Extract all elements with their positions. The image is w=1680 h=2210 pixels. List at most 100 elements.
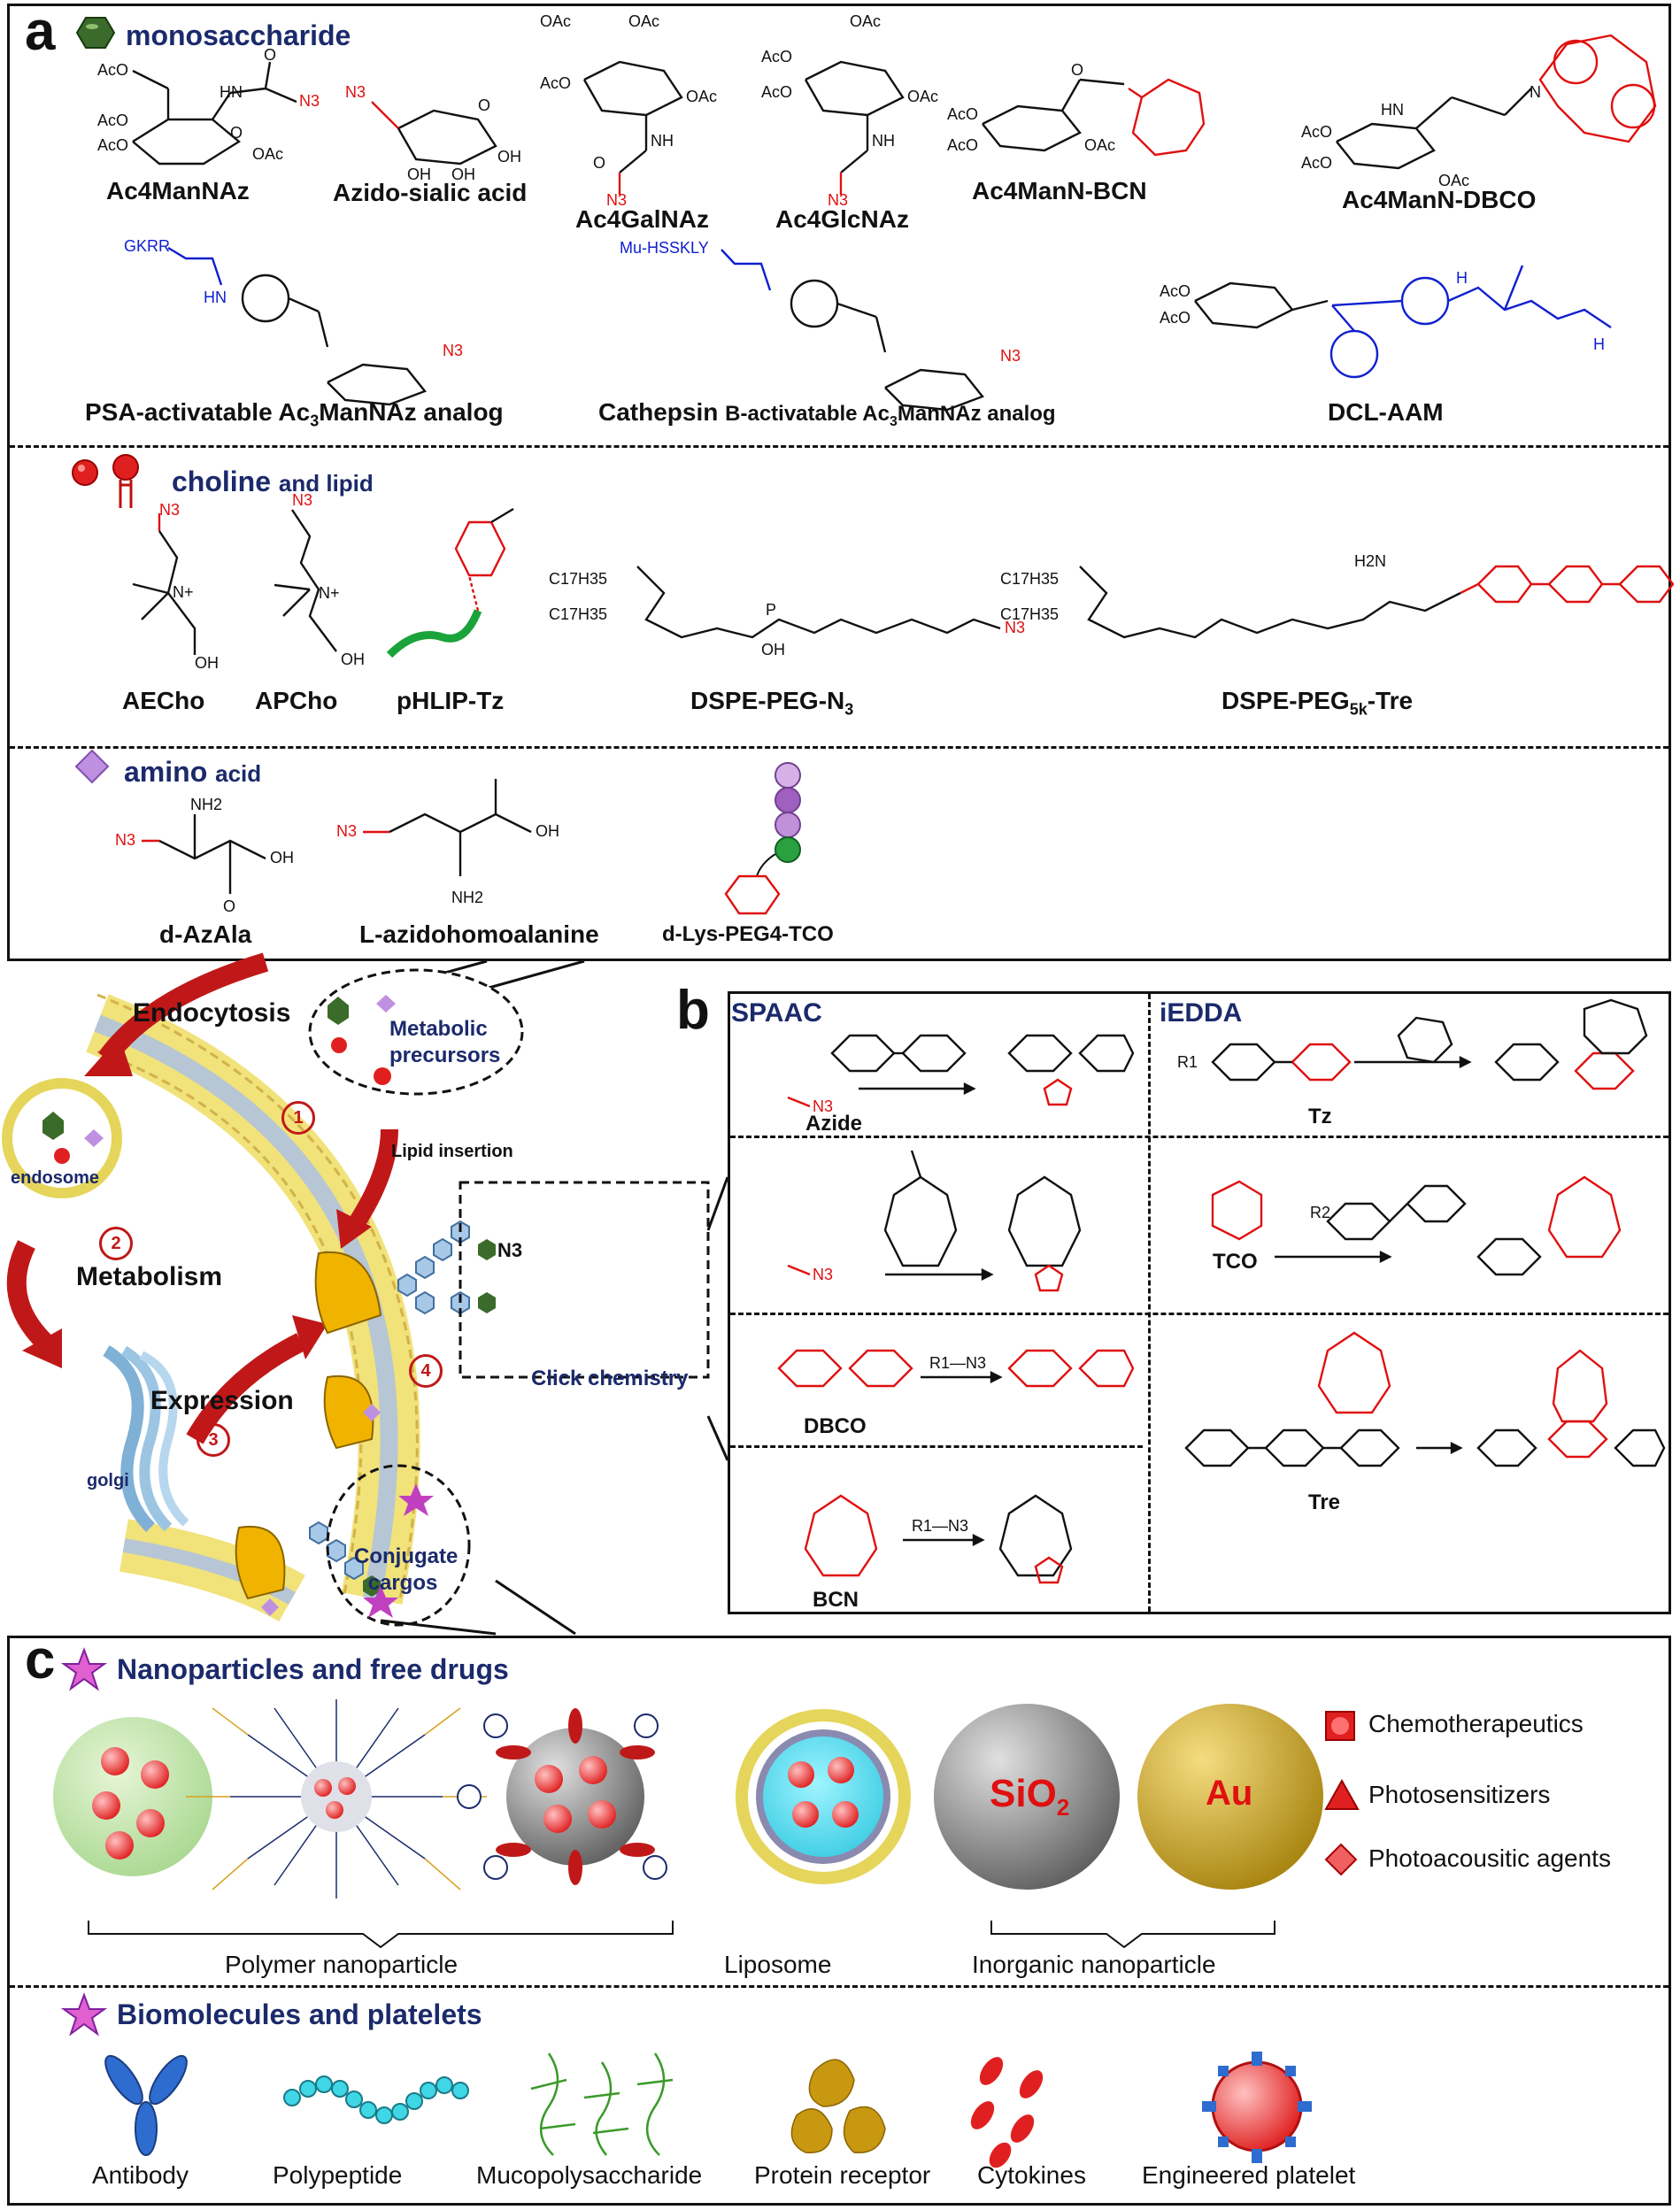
svg-text:R2: R2 [1310, 1204, 1330, 1221]
svg-text:OAc: OAc [628, 12, 659, 30]
step-4: 4 [409, 1354, 443, 1388]
svg-text:AcO: AcO [1160, 282, 1191, 300]
amino-title-main: amino [124, 756, 208, 788]
svg-text:N3: N3 [1000, 347, 1021, 365]
svg-text:NH2: NH2 [190, 796, 222, 813]
label-cytokines: Cytokines [977, 2161, 1086, 2189]
amino-acid-icon [74, 749, 110, 784]
label-protein-receptor: Protein receptor [754, 2161, 931, 2189]
svg-text:OH: OH [451, 166, 475, 183]
label-psa-analog: PSA-activatable Ac3ManNAz analog [85, 398, 504, 430]
group-liposome: Liposome [724, 1951, 832, 1978]
svg-text:R1: R1 [1177, 1053, 1198, 1071]
legend-chemotherapeutics-icon [1325, 1711, 1355, 1741]
label-polypeptide: Polypeptide [273, 2161, 403, 2189]
label-golgi: golgi [87, 1471, 129, 1490]
svg-text:OH: OH [536, 822, 559, 840]
label-apcho: APCho [255, 687, 338, 714]
panel-a [7, 4, 1671, 961]
label-d-lys-peg4-tco: d-Lys-PEG4-TCO [662, 922, 834, 946]
panel-b-letter: b [676, 980, 710, 1041]
legend-photoacoustic-icon [1324, 1843, 1358, 1876]
label-bcn: BCN [813, 1588, 859, 1612]
divider-c [10, 1985, 1668, 1988]
structure-cathepsin-analog: Mu-HSSKLY N3 [620, 239, 1021, 412]
svg-text:O: O [230, 124, 243, 142]
reaction-spaac-bcn: N3 [787, 1150, 1082, 1292]
svg-text:O: O [264, 46, 276, 64]
reaction-spaac-dbco: R1—N3 [777, 1349, 1135, 1388]
svg-text:OAc: OAc [1438, 172, 1469, 189]
svg-text:AcO: AcO [761, 48, 792, 65]
svg-text:N3: N3 [299, 92, 320, 110]
svg-text:N3: N3 [115, 831, 135, 849]
svg-text:C17H35: C17H35 [549, 605, 607, 623]
reaction-spaac-azide: N3 [787, 1034, 1135, 1115]
label-tco: TCO [1213, 1250, 1258, 1274]
legend-chemotherapeutics: Chemotherapeutics [1368, 1710, 1584, 1737]
svg-text:AcO: AcO [761, 83, 792, 101]
label-cathepsin-analog: Cathepsin B-activatable Ac3ManNAz analog [598, 398, 1056, 429]
svg-text:NH: NH [651, 132, 674, 150]
choline-lipid-icon [72, 454, 139, 508]
label-dcl-aam: DCL-AAM [1328, 398, 1444, 426]
panel-a-letter: a [25, 1, 56, 62]
label-ac4mannaz: Ac4ManNAz [106, 177, 250, 204]
label-l-azidohomoalanine: L-azidohomoalanine [359, 920, 599, 948]
step-2: 2 [99, 1227, 133, 1260]
nanoparticles-star-icon [60, 1647, 108, 1691]
svg-text:OAc: OAc [1084, 136, 1115, 154]
reaction-iedda-tz: R1 [1177, 998, 1648, 1090]
mu-peptide-text: Mu-HSSKLY [620, 239, 709, 257]
step-1: 1 [281, 1101, 315, 1135]
svg-text:O: O [478, 96, 490, 114]
label-tre: Tre [1308, 1490, 1341, 1514]
title-biomolecules: Biomolecules and platelets [117, 1998, 482, 2030]
step-3: 3 [197, 1423, 230, 1457]
svg-text:N+: N+ [173, 583, 194, 601]
legend-photoacoustic: Photoacousitic agents [1368, 1844, 1611, 1872]
svg-text:OH: OH [195, 654, 219, 672]
label-endocytosis: Endocytosis [133, 998, 291, 1028]
svg-text:O: O [593, 154, 605, 172]
structure-psa-analog: GKRR N3 HN [124, 237, 463, 406]
label-azide: Azide [805, 1112, 863, 1136]
svg-text:OAc: OAc [907, 88, 938, 105]
svg-text:N3: N3 [159, 501, 180, 519]
svg-text:OH: OH [497, 148, 521, 166]
svg-text:OAc: OAc [252, 145, 283, 163]
label-dbco: DBCO [804, 1414, 867, 1438]
title-nanoparticles: Nanoparticles and free drugs [117, 1653, 509, 1685]
label-ac4galnaz: Ac4GalNAz [575, 205, 709, 233]
divider-b3 [730, 1445, 1143, 1448]
label-lipid-insertion: Lipid insertion [391, 1142, 513, 1161]
svg-text:AcO: AcO [1160, 309, 1191, 327]
label-antibody: Antibody [92, 2161, 189, 2189]
svg-text:AcO: AcO [947, 136, 978, 154]
svg-text:N3: N3 [606, 191, 627, 209]
label-sio2: SiO2 [990, 1772, 1070, 1821]
group-polymer-nanoparticle: Polymer nanoparticle [225, 1951, 459, 1978]
svg-text:OH: OH [407, 166, 431, 183]
svg-text:AcO: AcO [540, 74, 571, 92]
label-click-chemistry: Click chemistry [531, 1367, 689, 1390]
label-tz: Tz [1308, 1105, 1332, 1128]
svg-text:H: H [1456, 269, 1468, 287]
choline-title-main: choline [172, 466, 272, 497]
cell-membrane-diagram [2, 952, 710, 1636]
svg-text:N3: N3 [813, 1266, 833, 1283]
structure-aecho: N3 N+ OH [132, 501, 219, 672]
svg-text:GKRR: GKRR [124, 237, 170, 255]
svg-text:N: N [1530, 83, 1541, 101]
legend-photosensitizers-icon [1324, 1778, 1360, 1810]
svg-text:P: P [766, 601, 776, 619]
